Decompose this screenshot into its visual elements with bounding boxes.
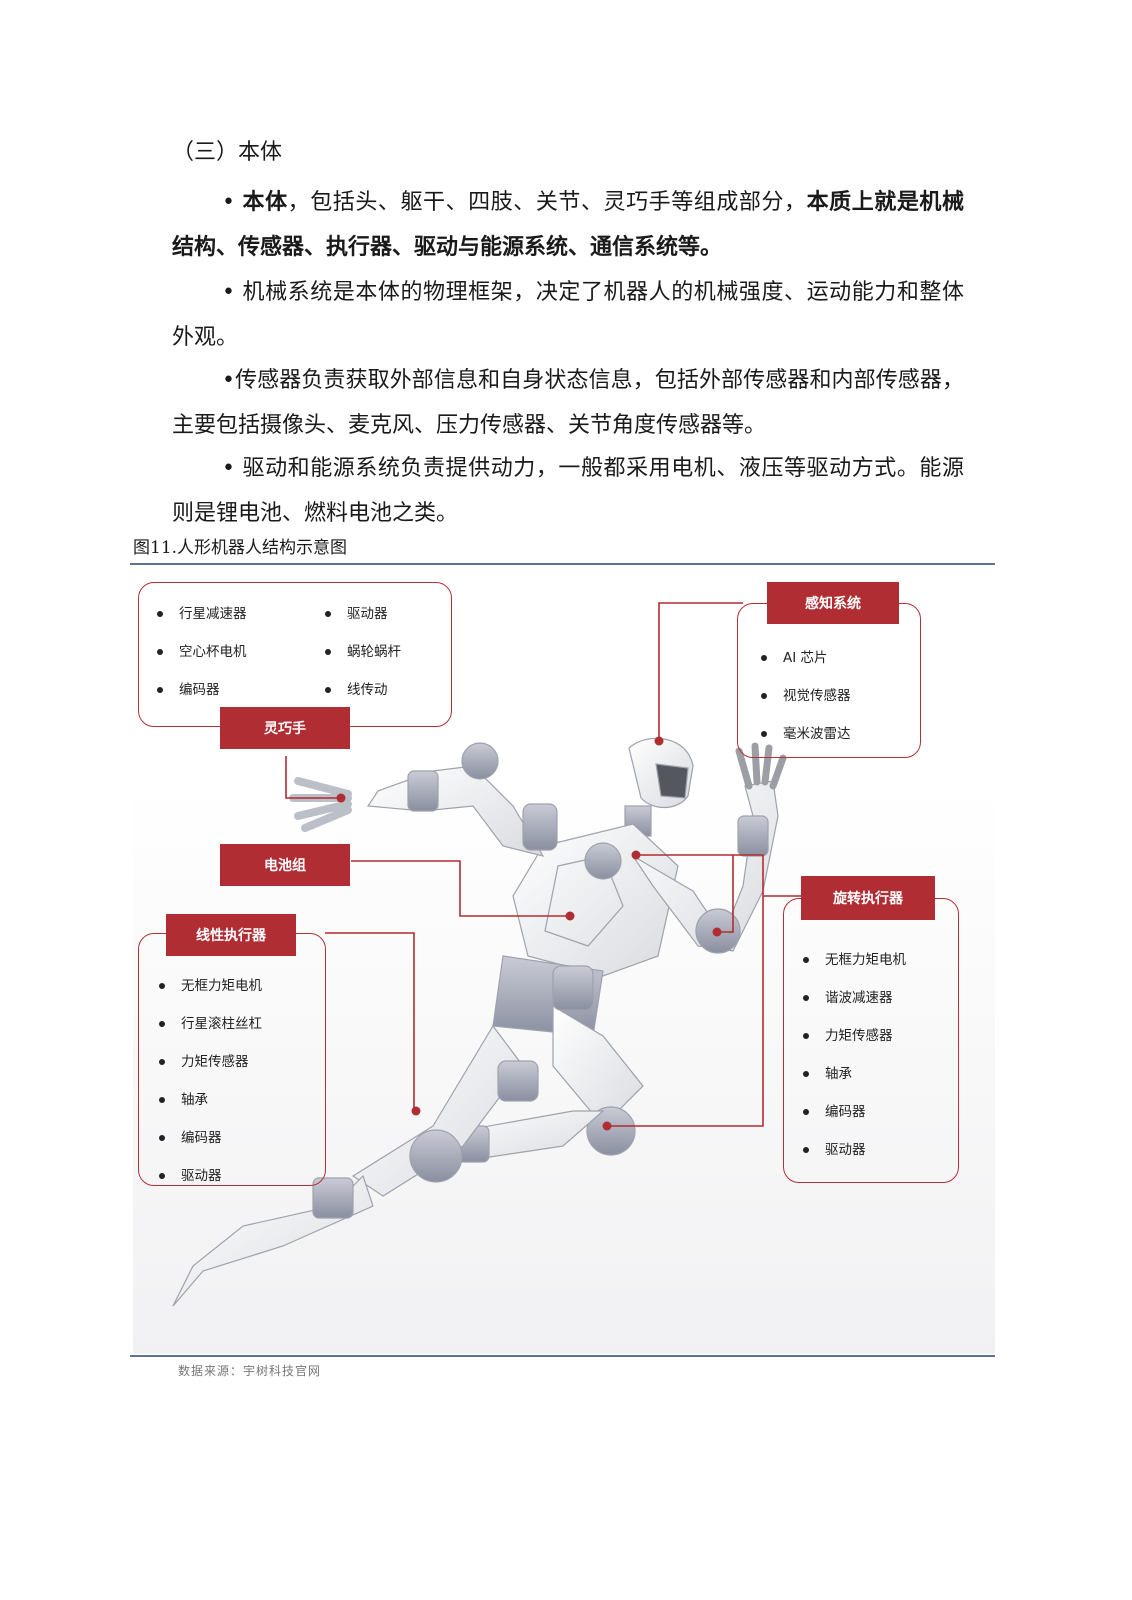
bold-term: 本体 <box>242 189 288 215</box>
list-item: 空心杯电机 <box>155 642 323 680</box>
caption-rule <box>130 563 995 565</box>
list-item: 行星滚柱丝杠 <box>157 1014 262 1052</box>
list-item: 轴承 <box>801 1064 906 1102</box>
figure-caption: 图11.人形机器人结构示意图 <box>133 538 348 558</box>
data-source: 数据来源：宇树科技官网 <box>178 1364 322 1378</box>
list-item: 谐波减速器 <box>801 988 906 1026</box>
section-heading: （三）本体 <box>172 140 283 165</box>
perception-tag: 感知系统 <box>767 582 899 624</box>
bold-summary: 本质上就是机械结构、传感器、执行器、驱动与能源系统、通信系统等。 <box>172 189 964 260</box>
list-item: 编码器 <box>801 1102 906 1140</box>
list-item: 驱动器 <box>801 1140 906 1178</box>
perception-list: AI 芯片 视觉传感器 毫米波雷达 <box>759 648 851 762</box>
list-item: 蜗轮蜗杆 <box>323 642 463 680</box>
paragraph-mechanical: • 机械系统是本体的物理框架，决定了机器人的机械强度、运动能力和整体外观。 <box>172 280 964 350</box>
list-item: AI 芯片 <box>759 648 851 686</box>
list-item: 无框力矩电机 <box>157 976 262 1014</box>
paragraph-body-definition: • 本体，包括头、躯干、四肢、关节、灵巧手等组成部分，本质上就是机械结构、传感器… <box>172 180 964 270</box>
list-item: 轴承 <box>157 1090 262 1128</box>
list-item: 毫米波雷达 <box>759 724 851 762</box>
list-item: 无框力矩电机 <box>801 950 906 988</box>
battery-pack-tag: 电池组 <box>220 844 350 886</box>
list-item: 驱动器 <box>157 1166 262 1204</box>
list-item: 驱动器 <box>323 604 463 642</box>
dexterous-hand-tag: 灵巧手 <box>220 707 350 749</box>
list-item: 力矩传感器 <box>157 1052 262 1090</box>
paragraph-sensors: •传感器负责获取外部信息和自身状态信息，包括外部传感器和内部传感器，主要包括摄像… <box>172 368 964 438</box>
list-item: 线传动 <box>323 680 463 718</box>
rotary-actuator-list: 无框力矩电机 谐波减速器 力矩传感器 轴承 编码器 驱动器 <box>801 950 906 1178</box>
rotary-actuator-tag: 旋转执行器 <box>801 876 935 920</box>
dexterous-hand-list: 行星减速器 驱动器 空心杯电机 蜗轮蜗杆 编码器 线传动 <box>155 604 463 718</box>
figure-bottom-rule <box>130 1355 995 1357</box>
text: ，包括头、躯干、四肢、关节、灵巧手等组成部分， <box>287 190 807 215</box>
list-item: 视觉传感器 <box>759 686 851 724</box>
humanoid-robot-illustration <box>172 602 803 1307</box>
linear-actuator-tag: 线性执行器 <box>166 914 296 956</box>
list-item: 行星减速器 <box>155 604 323 642</box>
paragraph-power: • 驱动和能源系统负责提供动力，一般都采用电机、液压等驱动方式。能源则是锂电池、… <box>172 456 964 526</box>
list-item: 编码器 <box>157 1128 262 1166</box>
robot-structure-figure: 行星减速器 驱动器 空心杯电机 蜗轮蜗杆 编码器 线传动 灵巧手 感知系统 AI… <box>133 566 995 1354</box>
list-item: 编码器 <box>155 680 323 718</box>
linear-actuator-list: 无框力矩电机 行星滚柱丝杠 力矩传感器 轴承 编码器 驱动器 <box>157 976 262 1204</box>
list-item: 力矩传感器 <box>801 1026 906 1064</box>
bullet: • <box>222 190 243 215</box>
